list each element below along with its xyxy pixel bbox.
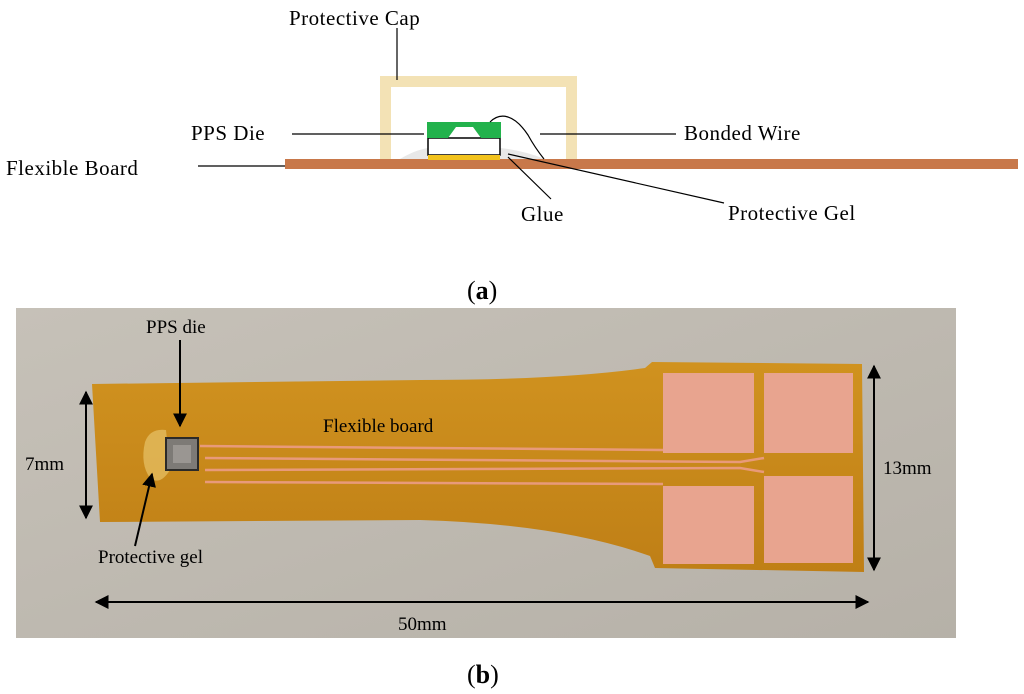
protective-gel-blob — [143, 429, 170, 481]
bonded-wire — [489, 115, 545, 160]
label-protective-cap: Protective Cap — [289, 6, 420, 30]
label-dimension-50mm: 50mm — [398, 614, 447, 635]
leader-protective-gel — [507, 153, 725, 204]
label-flexible-board: Flexible Board — [6, 156, 138, 180]
arrow-protective-gel — [134, 472, 156, 547]
contact-pad-3 — [663, 486, 754, 564]
protective-cap — [380, 76, 577, 159]
contact-pad-1 — [663, 373, 754, 453]
label-dimension-7mm: 7mm — [25, 454, 64, 475]
flexible-board-strip — [285, 159, 1018, 169]
label-protective-gel-photo: Protective gel — [98, 547, 203, 568]
label-protective-gel: Protective Gel — [728, 201, 856, 225]
copper-traces — [199, 444, 765, 486]
panel-b-photo: PPS die Flexible board Protective gel 7m… — [16, 308, 956, 689]
label-flexible-board-photo: Flexible board — [323, 416, 434, 437]
leader-glue — [507, 156, 552, 200]
label-bonded-wire: Bonded Wire — [684, 121, 801, 145]
panel-a-tag: (a) — [467, 276, 497, 305]
label-pps-die: PPS Die — [191, 121, 265, 145]
label-glue: Glue — [521, 202, 564, 226]
contact-pad-4 — [764, 476, 853, 563]
panel-a-diagram: Protective Cap PPS Die Bonded Wire Flexi… — [6, 6, 1018, 305]
contact-pad-2 — [764, 373, 853, 453]
label-dimension-13mm: 13mm — [883, 458, 932, 479]
pps-die-body — [427, 137, 501, 156]
label-pps-die-photo: PPS die — [146, 317, 206, 338]
pps-die-top — [427, 122, 501, 138]
panel-b-tag: (b) — [467, 660, 499, 689]
pps-die-membrane — [173, 445, 191, 463]
glue-layer — [428, 155, 500, 160]
